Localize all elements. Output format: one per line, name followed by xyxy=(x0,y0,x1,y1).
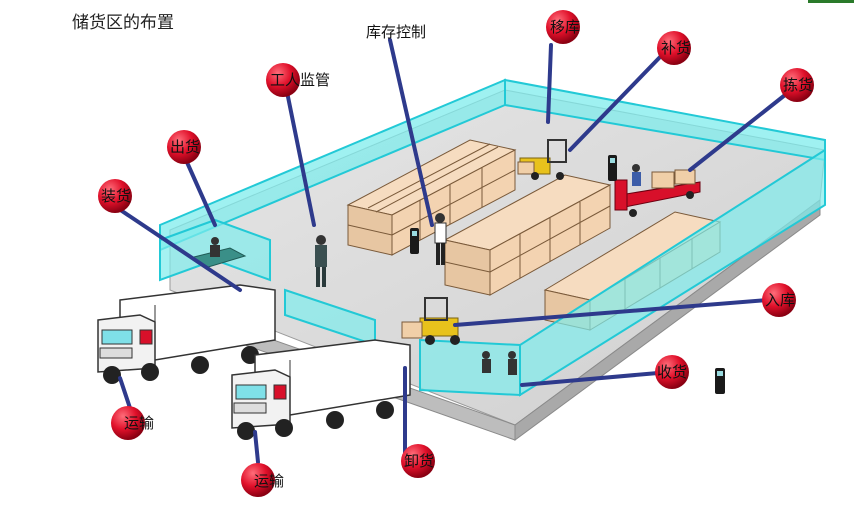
label-replenish: 补货 xyxy=(661,39,691,57)
worker-receiving xyxy=(482,351,517,375)
markers xyxy=(98,10,814,497)
label-loading: 装货 xyxy=(101,187,131,205)
scanner-icon xyxy=(410,228,419,254)
label-move: 移库 xyxy=(550,18,580,36)
diagram-title: 储货区的布置 xyxy=(72,13,174,33)
label-receiving: 收货 xyxy=(657,363,687,381)
worker-cart xyxy=(632,164,641,186)
label-inventory-control: 库存控制 xyxy=(366,23,426,41)
pointer-lines xyxy=(111,38,787,464)
forklift-top xyxy=(517,139,567,180)
scanner-icon xyxy=(715,368,725,394)
label-picking: 拣货 xyxy=(783,76,813,94)
truck-1 xyxy=(97,284,276,384)
label-transport-1: 运输 xyxy=(124,414,154,432)
pallet-cart xyxy=(614,169,701,217)
storage-row-2 xyxy=(443,174,612,296)
corner-decoration xyxy=(808,0,854,3)
label-transport-2: 运输 xyxy=(254,472,284,490)
scanner-icon xyxy=(608,155,617,181)
label-worker-supervision: 工人监管 xyxy=(270,71,330,89)
worker-dock xyxy=(210,237,220,257)
forklift-bottom xyxy=(401,297,460,345)
worker-inventory xyxy=(434,213,447,265)
label-shipping: 出货 xyxy=(170,138,200,156)
truck-2 xyxy=(231,339,411,440)
storage-row-1 xyxy=(346,139,517,256)
worker-supervisor xyxy=(315,235,327,287)
right-wall xyxy=(419,148,826,397)
label-unloading: 卸货 xyxy=(404,452,434,470)
label-storing: 入库 xyxy=(765,291,795,309)
